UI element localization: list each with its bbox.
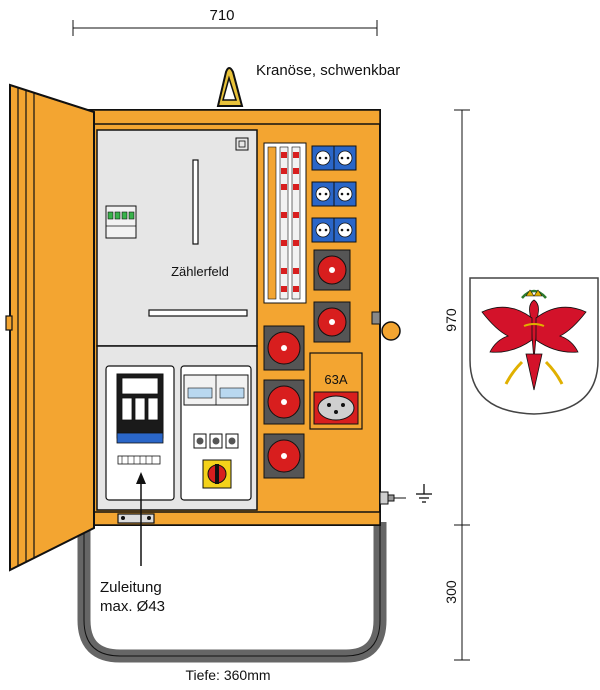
cee-socket	[263, 325, 305, 371]
tyrol-coat-of-arms-icon	[469, 277, 599, 415]
surge-protection-modules	[105, 205, 137, 239]
schuko-socket	[333, 217, 357, 243]
meter-field-label: Zählerfeld	[171, 264, 229, 279]
cee-socket	[263, 379, 305, 425]
cabinet-stand	[77, 522, 387, 663]
cable-gland	[379, 491, 406, 505]
schuko-socket	[311, 217, 335, 243]
cee-socket	[263, 433, 305, 479]
feed-label-line1: Zuleitung	[100, 579, 162, 596]
rcd-and-switch-block	[183, 374, 249, 489]
width-dimension: 710	[72, 7, 378, 36]
cabinet-door	[5, 83, 95, 572]
schuko-sockets	[311, 145, 357, 243]
height-dimension: 970	[443, 109, 470, 526]
width-label: 710	[209, 7, 234, 24]
feed-arrow	[136, 472, 146, 566]
cee-63a-socket: 63A	[309, 352, 363, 430]
cee-socket	[313, 249, 351, 291]
breaker-strip	[263, 142, 307, 304]
socket-63a-label: 63A	[324, 372, 347, 387]
stand-label: 300	[443, 580, 459, 604]
side-handle	[371, 311, 401, 341]
ground-symbol-icon	[416, 484, 432, 503]
main-fuse-block	[116, 373, 164, 465]
schuko-socket	[311, 181, 335, 207]
cee-sockets	[263, 249, 351, 479]
height-label: 970	[443, 308, 459, 332]
schuko-socket	[333, 145, 357, 171]
cabinet-base	[67, 511, 381, 526]
crane-eye-label: Kranöse, schwenkbar	[256, 62, 400, 79]
schuko-socket	[311, 145, 335, 171]
meter-field-panel: Zählerfeld	[96, 129, 258, 347]
cabinet-roof	[67, 109, 381, 125]
schuko-socket	[333, 181, 357, 207]
stand-dimension: 300	[443, 525, 470, 661]
depth-label: Tiefe: 360mm	[185, 667, 270, 683]
feed-label-line2: max. Ø43	[100, 598, 165, 615]
door-hinge-plate	[117, 513, 155, 524]
cee-socket	[313, 301, 351, 343]
crane-eye-icon	[216, 67, 244, 107]
